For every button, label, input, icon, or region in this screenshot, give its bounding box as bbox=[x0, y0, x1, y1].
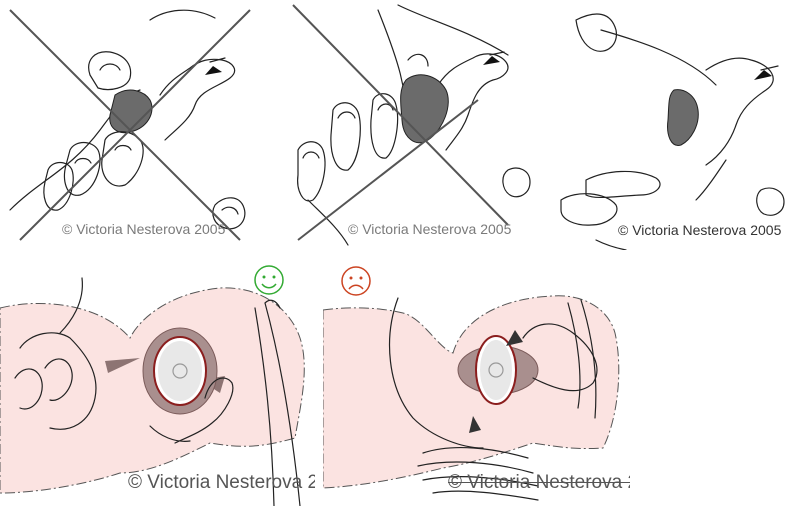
panel-2-incorrect-hold: © Victoria Nesterova 2005 bbox=[278, 0, 540, 250]
cross-line-1 bbox=[10, 10, 240, 240]
baby-finger bbox=[222, 207, 238, 214]
finger-2 bbox=[331, 103, 360, 170]
copyright-credit: © Victoria Nesterova 2005 bbox=[348, 221, 511, 237]
panel-5-incorrect-grip: © Victoria Nesterova 2005 bbox=[323, 258, 630, 506]
copyright-credit: © Victoria Nesterova 2005 bbox=[618, 222, 781, 238]
thumb bbox=[408, 54, 428, 66]
copyright-credit: © Victoria Nesterova 2005 bbox=[62, 221, 225, 237]
eye-icon bbox=[754, 70, 772, 80]
finger-1 bbox=[586, 171, 660, 197]
areola bbox=[110, 90, 152, 133]
copyright-credit: © Victoria Nesterova 2005 bbox=[448, 472, 630, 494]
baby-hand bbox=[503, 168, 530, 197]
panel-3-drawing bbox=[556, 0, 790, 250]
panel-2-drawing bbox=[278, 0, 540, 250]
fingernail-1 bbox=[338, 112, 355, 118]
eyebrow bbox=[490, 52, 504, 55]
finger-3 bbox=[44, 163, 73, 211]
skin-area bbox=[323, 296, 619, 488]
breast-outline bbox=[601, 30, 716, 85]
fingernail-3 bbox=[303, 152, 319, 158]
copyright-credit: © Victoria Nesterova 2005 bbox=[128, 472, 315, 494]
panel-1-incorrect-hold: © Victoria Nesterova 2005 bbox=[0, 0, 262, 250]
happy-face-icon bbox=[255, 266, 283, 294]
panel-1-drawing bbox=[0, 0, 262, 250]
panel-4-drawing bbox=[0, 258, 315, 506]
areola bbox=[668, 90, 699, 146]
panel-3-correct-latch: © Victoria Nesterova 2005 bbox=[556, 0, 790, 250]
finger-3 bbox=[371, 94, 398, 158]
panel-4-correct-grip: © Victoria Nesterova 2005 bbox=[0, 258, 315, 506]
hand-line bbox=[696, 160, 726, 200]
head-outline bbox=[398, 5, 508, 55]
eye-icon bbox=[205, 66, 222, 75]
cross-line-2 bbox=[20, 10, 250, 240]
arm-line bbox=[596, 240, 626, 250]
fingernail-1 bbox=[115, 146, 131, 151]
fingernail-2 bbox=[75, 159, 91, 164]
nipple bbox=[480, 340, 512, 400]
thumbnail bbox=[100, 64, 120, 70]
baby-hand bbox=[757, 188, 784, 215]
finger-2 bbox=[561, 194, 617, 225]
eye-icon bbox=[483, 56, 500, 65]
thumb bbox=[89, 52, 131, 90]
finger-1 bbox=[102, 132, 143, 186]
areola bbox=[401, 75, 449, 143]
head-outline bbox=[150, 10, 215, 20]
nipple bbox=[158, 341, 202, 401]
finger-1 bbox=[298, 142, 325, 201]
face-profile bbox=[160, 59, 235, 140]
sad-face-icon bbox=[342, 267, 370, 295]
panel-5-drawing bbox=[323, 258, 630, 506]
